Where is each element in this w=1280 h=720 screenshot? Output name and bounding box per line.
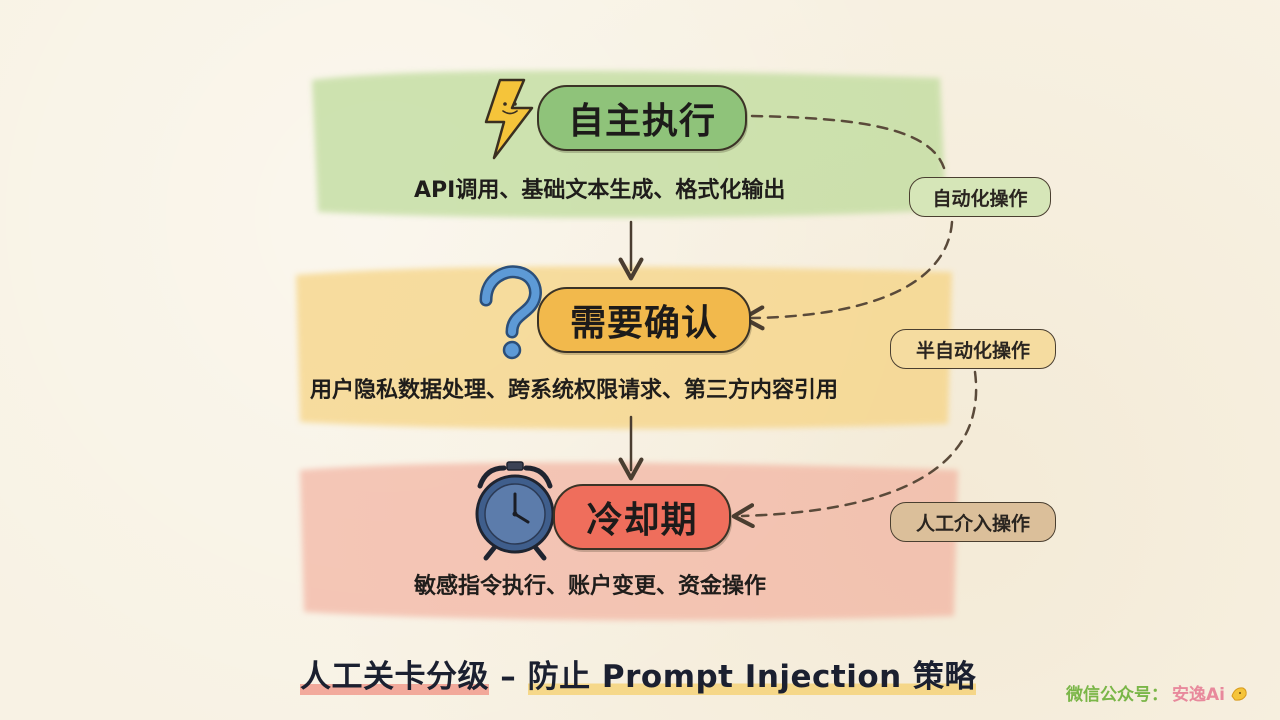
sun-icon [1231,686,1247,701]
title-separator: – [489,659,528,695]
watermark-prefix: 微信公众号： [1066,685,1168,705]
diagram-title: 人工关卡分级 – 防止 Prompt Injection 策略 [300,651,977,696]
level-confirm-pill: 需要确认 [537,287,751,353]
watermark-name: 安逸Ai [1172,685,1225,705]
level-cooldown-description: 敏感指令执行、账户变更、资金操作 [414,574,767,599]
title-left: 人工关卡分级 [300,659,489,695]
tag-semi-automatic: 半自动化操作 [890,329,1056,369]
level-confirm-description: 用户隐私数据处理、跨系统权限请求、第三方内容引用 [310,378,839,403]
title-right: 防止 Prompt Injection 策略 [527,659,977,695]
tag-automatic: 自动化操作 [909,177,1051,217]
lightning-icon [484,78,534,160]
dashed-connector-2 [731,370,978,529]
level-autonomous-pill: 自主执行 [537,85,747,151]
dashed-connector-1 [752,114,954,318]
question-mark-icon [479,265,542,360]
level-autonomous-description: API调用、基础文本生成、格式化输出 [414,178,786,203]
tag-manual: 人工介入操作 [890,502,1056,542]
watermark: 微信公众号： 安逸Ai [1066,680,1249,705]
alarm-clock-icon [475,461,555,561]
level-cooldown-pill: 冷却期 [553,484,731,550]
